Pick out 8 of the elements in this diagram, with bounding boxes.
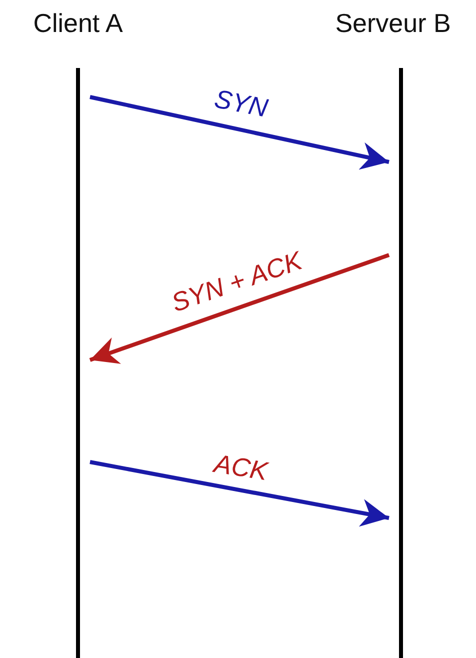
message-arrow	[90, 460, 390, 527]
participant-label: Client A	[32, 8, 124, 39]
edge-label: SYN + ACK	[168, 245, 306, 318]
message-arrow	[90, 95, 390, 170]
edge-label: ACK	[212, 448, 270, 486]
edge-label: SYN	[212, 83, 270, 123]
participant-label: Serveur B	[334, 8, 452, 39]
message-arrow	[89, 253, 390, 364]
